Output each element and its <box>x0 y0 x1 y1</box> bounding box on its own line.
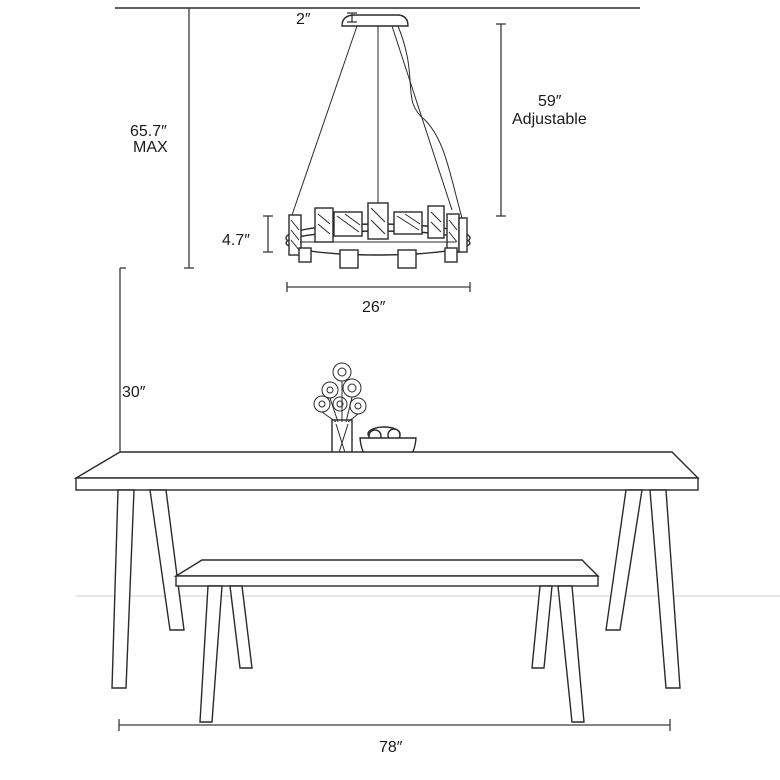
adjustable-text: Adjustable <box>512 111 587 128</box>
bench <box>173 559 600 723</box>
flower-heads <box>313 362 367 423</box>
bench-leg <box>229 585 253 669</box>
crystal-panel <box>427 205 445 239</box>
crystal-panel <box>446 213 460 253</box>
lower-block <box>397 249 417 269</box>
max-text: MAX <box>133 139 168 156</box>
bench-top-edge <box>175 575 599 587</box>
fixture-height-label: 4.7″ <box>222 232 250 249</box>
table-length-label: 78″ <box>379 739 403 756</box>
bench-leg <box>199 585 223 723</box>
flower-vase <box>313 362 367 467</box>
lower-blocks <box>298 247 458 269</box>
fixture-height-dimension: 4.7″ <box>222 215 273 253</box>
bench-leg <box>557 585 585 723</box>
table-top-surface <box>73 451 700 479</box>
lower-block <box>339 249 359 269</box>
table-leg <box>605 489 643 631</box>
crystal-panel <box>458 217 468 253</box>
bench-leg <box>531 585 553 669</box>
max-height-dimension: 65.7″ MAX <box>130 8 194 269</box>
crystal-texture <box>290 207 458 251</box>
cable-left <box>291 25 358 216</box>
table-leg <box>111 489 135 689</box>
canopy-dimension: 2″ <box>296 11 357 28</box>
table-length-dimension: 78″ <box>118 719 671 756</box>
canopy <box>341 14 409 27</box>
crystal-panel <box>367 202 389 240</box>
lower-block <box>444 247 458 263</box>
table-leg <box>149 489 185 631</box>
lower-block <box>298 247 312 263</box>
crystal-panel <box>314 207 334 243</box>
max-height-label: 65.7″ <box>130 123 167 140</box>
adjustable-dimension: 59″ Adjustable <box>496 23 587 217</box>
fixture-width-dimension: 26″ <box>286 282 471 316</box>
table-leg <box>649 489 681 689</box>
dining-table <box>73 451 700 689</box>
canopy-height-label: 2″ <box>296 11 311 28</box>
adjustable-height-label: 59″ <box>538 93 562 110</box>
bench-top-surface <box>173 559 600 577</box>
power-cord <box>397 25 463 219</box>
chandelier <box>285 14 471 269</box>
fixture-width-label: 26″ <box>362 299 386 316</box>
table-clearance-dimension: 30″ <box>119 267 146 478</box>
crystal-panels <box>288 202 468 256</box>
table-top-edge <box>75 477 699 491</box>
table-height-label: 30″ <box>122 384 146 401</box>
